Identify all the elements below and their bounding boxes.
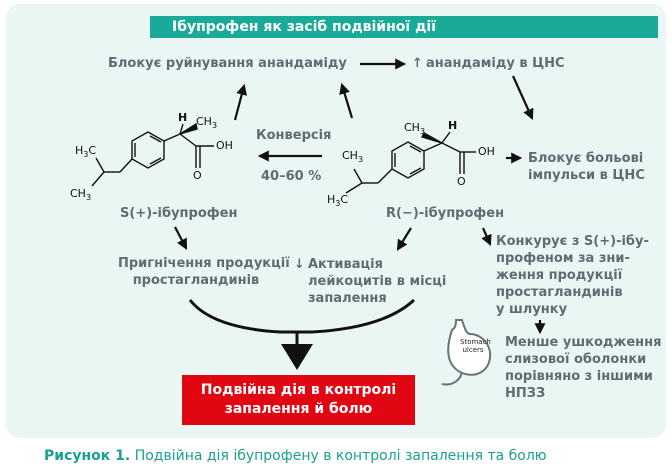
chem-sub: 3	[211, 121, 218, 131]
caption-text: Подвійна дія ібупрофену в контролі запал…	[134, 448, 547, 464]
less-damage-line: порівняно з іншими	[505, 369, 653, 384]
dual-action-box: Подвійна дія в контролі запалення й болю	[182, 375, 415, 425]
arrow-s-to-anandamide	[233, 83, 248, 121]
arrow-r-to-leuko	[396, 227, 412, 251]
arrow-r-to-compete	[481, 227, 492, 247]
chem-sub: 3	[83, 150, 89, 160]
competes-line: ження продукції	[496, 268, 623, 283]
s-chem-oh: OH	[216, 139, 233, 152]
s-chem-ch3-bottom: CH3	[70, 188, 91, 204]
arrow-r-to-anandamide	[339, 82, 354, 119]
leukocyte-line: Активація	[308, 257, 383, 272]
s-chem-h: H	[178, 111, 188, 124]
s-chem-ch3: CH3	[196, 116, 217, 132]
chem-sub: 3	[335, 199, 341, 209]
arrow-s-to-pg	[174, 226, 188, 250]
competes-line: простагландинів	[496, 285, 623, 300]
competes-line: у шлунку	[496, 302, 568, 317]
anandamide-cns-label: анандаміду в ЦНС	[426, 56, 565, 71]
blocks-pain-line: імпульси в ЦНС	[528, 168, 645, 183]
competes-label: Конкурує з S(+)-ібу- профеном за зни- же…	[496, 233, 649, 318]
leukocyte-activation-label: Активація лейкоцитів в місці запалення	[308, 256, 446, 307]
stomach-line: ulcers	[462, 346, 484, 354]
leukocyte-line: лейкоцитів в місці	[308, 274, 447, 289]
conversion-percent: 40–60 %	[261, 169, 322, 184]
competes-line: профеном за зни-	[496, 251, 630, 266]
leukocyte-down-arrow-icon: ↓	[294, 257, 305, 272]
s-chem-h3c-top: H3C	[75, 145, 96, 161]
s-ibuprofen-structure	[91, 122, 214, 187]
leukocyte-line: запалення	[308, 291, 387, 306]
arrow-to-dual-action	[281, 344, 313, 370]
less-damage-line: Менше ушкодження	[505, 335, 662, 350]
s-ibuprofen-label: S(+)-ібупрофен	[120, 206, 238, 221]
stomach-icon	[441, 319, 492, 386]
chem-h: H	[327, 193, 336, 206]
figure-caption: Рисунок 1. Подвійна дія ібупрофену в кон…	[44, 448, 547, 464]
anandamide-cns-arrow-icon: ↑	[412, 56, 423, 71]
chem-ch: CH	[342, 149, 358, 162]
chem-ch: CH	[404, 121, 420, 134]
r-chem-ch3-top: CH3	[342, 150, 363, 166]
dual-action-line: запалення й болю	[224, 401, 373, 417]
blocks-pain-line: Блокує больові	[528, 151, 644, 166]
chem-sub: 3	[419, 127, 426, 137]
stomach-line: Stomach	[460, 338, 491, 346]
blocks-anandamide-label: Блокує руйнування анандаміду	[108, 56, 347, 71]
r-chem-ch3: CH3	[404, 122, 425, 138]
chem-sub: 3	[357, 155, 364, 165]
r-chem-o: O	[457, 175, 466, 188]
r-chem-oh: OH	[478, 145, 495, 158]
pg-inhibition-line: простагландинів	[132, 273, 260, 288]
chem-c: C	[88, 144, 97, 157]
blocks-pain-label: Блокує больові імпульси в ЦНС	[528, 150, 645, 184]
figure-panel	[6, 4, 666, 438]
less-damage-line: слизової оболонки	[505, 352, 647, 367]
competes-line: Конкурує з S(+)-ібу-	[496, 234, 649, 249]
r-ibuprofen-label: R(−)-ібупрофен	[386, 206, 505, 221]
chem-ch: CH	[70, 187, 86, 200]
stomach-ulcers-label: Stomach ulcers	[460, 338, 491, 354]
less-damage-line: НПЗЗ	[505, 386, 546, 401]
less-damage-label: Менше ушкодження слизової оболонки порів…	[505, 334, 661, 402]
caption-label: Рисунок 1.	[44, 448, 131, 464]
conversion-label: Конверсія	[256, 128, 332, 143]
chem-sub: 3	[85, 193, 92, 203]
chem-ch: CH	[196, 115, 212, 128]
chem-c: C	[340, 193, 349, 206]
r-chem-h: H	[448, 119, 458, 132]
figure-title: Ібупрофен як засіб подвійної дії	[150, 16, 658, 38]
pg-inhibition-label: Пригнічення продукції простагландинів	[118, 255, 290, 289]
r-ibuprofen-structure	[345, 131, 476, 194]
chem-h: H	[75, 144, 84, 157]
s-chem-o: O	[193, 169, 202, 182]
pg-inhibition-line: Пригнічення продукції	[118, 256, 290, 271]
arrow-cns-to-pain	[511, 75, 534, 121]
r-chem-h3c-bottom: H3C	[327, 194, 348, 210]
dual-action-line: Подвійна дія в контролі	[200, 382, 397, 398]
